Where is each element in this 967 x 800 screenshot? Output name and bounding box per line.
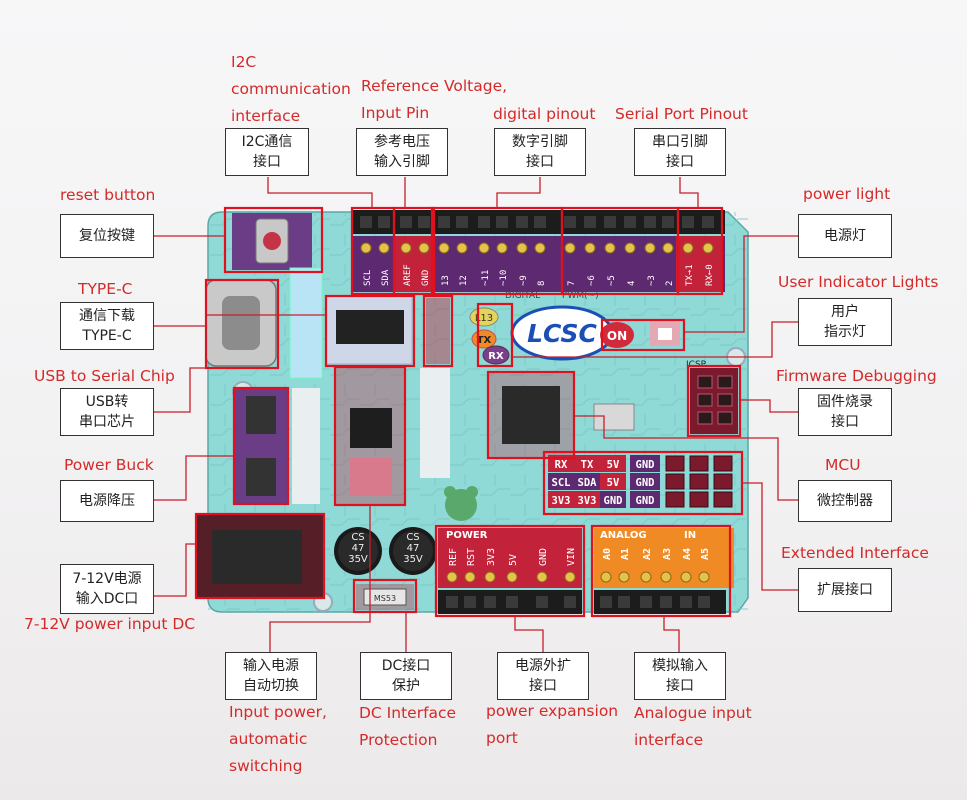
ext-pin-label: SDA: [578, 477, 598, 489]
analog-pin-label: A4: [682, 548, 693, 560]
top-pin-label: ~11: [481, 270, 491, 286]
lcsc-logo: LCSC: [527, 319, 597, 348]
callout-cn-dcin: 7-12V电源 输入DC口: [60, 564, 154, 614]
power-pin-label: VIN: [566, 548, 577, 566]
callout-en-aref: Reference Voltage, Input Pin: [361, 77, 508, 122]
top-pin-label: 7: [567, 281, 577, 286]
callout-cn-usbserial: USB转 串口芯片: [60, 388, 154, 436]
power-pin-label: GND: [538, 548, 549, 566]
callout-en-firmware: Firmware Debugging: [776, 367, 937, 385]
top-pin-label: ~9: [519, 275, 529, 286]
callout-en-serial: Serial Port Pinout: [615, 105, 748, 123]
ext-pin-label: 5V: [607, 477, 620, 489]
callout-cn-typec: 通信下载 TYPE-C: [60, 302, 154, 350]
analog-pin-label: A2: [642, 548, 653, 560]
analog-pin-label: A3: [662, 548, 673, 560]
analog-pin-label: A0: [602, 548, 613, 560]
led-tx: TX: [477, 335, 492, 346]
analog-header: ANALOG: [600, 530, 647, 541]
top-pin-label: 4: [627, 281, 637, 286]
callout-en-mcu: MCU: [825, 456, 861, 474]
analog-pin-label: A5: [700, 548, 711, 560]
led-l13: L13: [475, 313, 493, 324]
pwm-text: PWM(~): [562, 291, 599, 301]
ext-pin-label: 3V3: [552, 495, 571, 507]
callout-en-digital: digital pinout: [493, 105, 596, 123]
callout-cn-analog: 模拟输入 接口: [634, 652, 726, 700]
callout-en-dcprot: DC Interface Protection: [359, 704, 457, 749]
ext-pin-label: 5V: [607, 459, 620, 471]
ext-pin-label: GND: [636, 477, 655, 489]
ext-pin-label: SCL: [552, 477, 571, 489]
callout-cn-buck: 电源降压: [60, 480, 154, 522]
callout-cn-serial: 串口引脚 接口: [634, 128, 726, 176]
callout-cn-ext: 扩展接口: [798, 568, 892, 612]
callout-en-usbserial: USB to Serial Chip: [34, 367, 175, 385]
on-label: ON: [607, 329, 627, 343]
top-pin-label: ~10: [499, 270, 509, 286]
callout-cn-powerexp: 电源外扩 接口: [497, 652, 589, 700]
callout-cn-dcprot: DC接口 保护: [360, 652, 452, 700]
callout-en-reset: reset button: [60, 186, 156, 204]
in-label: IN: [684, 530, 696, 541]
power-pin-label: 5V: [508, 554, 519, 566]
top-pin-label: ~3: [647, 275, 657, 286]
led-rx: RX: [488, 351, 504, 362]
top-pin-label: ~5: [607, 275, 617, 286]
fuse-label: MS53: [374, 594, 396, 603]
callout-en-i2c: I2C communication interface: [231, 53, 351, 125]
callout-en-autoswitch: Input power, automatic switching: [229, 703, 327, 775]
top-pin-label: GND: [421, 270, 431, 286]
callout-cn-firmware: 固件烧录 接口: [798, 388, 892, 436]
top-pin-label: TX→1: [685, 264, 695, 286]
ext-pin-label: 3V3: [578, 495, 597, 507]
callout-en-analog: Analogue input interface: [634, 704, 752, 749]
callout-en-buck: Power Buck: [64, 456, 154, 474]
analog-pin-label: A1: [620, 548, 631, 560]
callout-cn-autoswitch: 输入电源 自动切换: [225, 652, 317, 700]
top-pin-label: SCL: [363, 270, 373, 286]
callout-en-typec: TYPE-C: [78, 280, 133, 298]
power-pin-label: RST: [466, 548, 477, 566]
callout-en-dcin: 7-12V power input DC: [24, 615, 196, 633]
top-pin-label: RX←0: [705, 264, 715, 286]
callout-cn-i2c: I2C通信 接口: [225, 128, 309, 176]
ext-pin-label: TX: [581, 459, 594, 471]
power-pin-label: 3V3: [486, 548, 497, 566]
top-pin-label: AREF: [403, 264, 413, 286]
top-pin-label: ~6: [587, 275, 597, 286]
power-pin-label: REF: [448, 548, 459, 566]
callout-cn-mcu: 微控制器: [798, 480, 892, 522]
ext-pin-label: GND: [604, 495, 623, 507]
callout-cn-reset: 复位按键: [60, 214, 154, 258]
ext-pin-label: RX: [555, 459, 568, 471]
ext-pin-label: GND: [636, 459, 655, 471]
callout-en-powerlight: power light: [803, 185, 891, 203]
ext-pin-label: GND: [636, 495, 655, 507]
callout-cn-aref: 参考电压 输入引脚: [356, 128, 448, 176]
digital-text: DIGITAL: [505, 291, 540, 301]
top-pin-label: 13: [441, 275, 451, 286]
callout-cn-digital: 数字引脚 接口: [494, 128, 586, 176]
highlight-frames: [194, 206, 744, 618]
callout-cn-powerlight: 电源灯: [798, 214, 892, 258]
callout-en-ext: Extended Interface: [781, 544, 929, 562]
power-header: POWER: [446, 530, 488, 541]
top-pin-label: SDA: [381, 269, 391, 286]
top-pin-label: 2: [665, 281, 675, 286]
callout-en-userled: User Indicator Lights: [778, 273, 939, 291]
callout-en-powerexp: power expansion port: [486, 702, 619, 747]
top-pin-label: 12: [459, 275, 469, 286]
top-pin-label: 8: [537, 281, 547, 286]
callout-cn-userled: 用户 指示灯: [798, 298, 892, 346]
